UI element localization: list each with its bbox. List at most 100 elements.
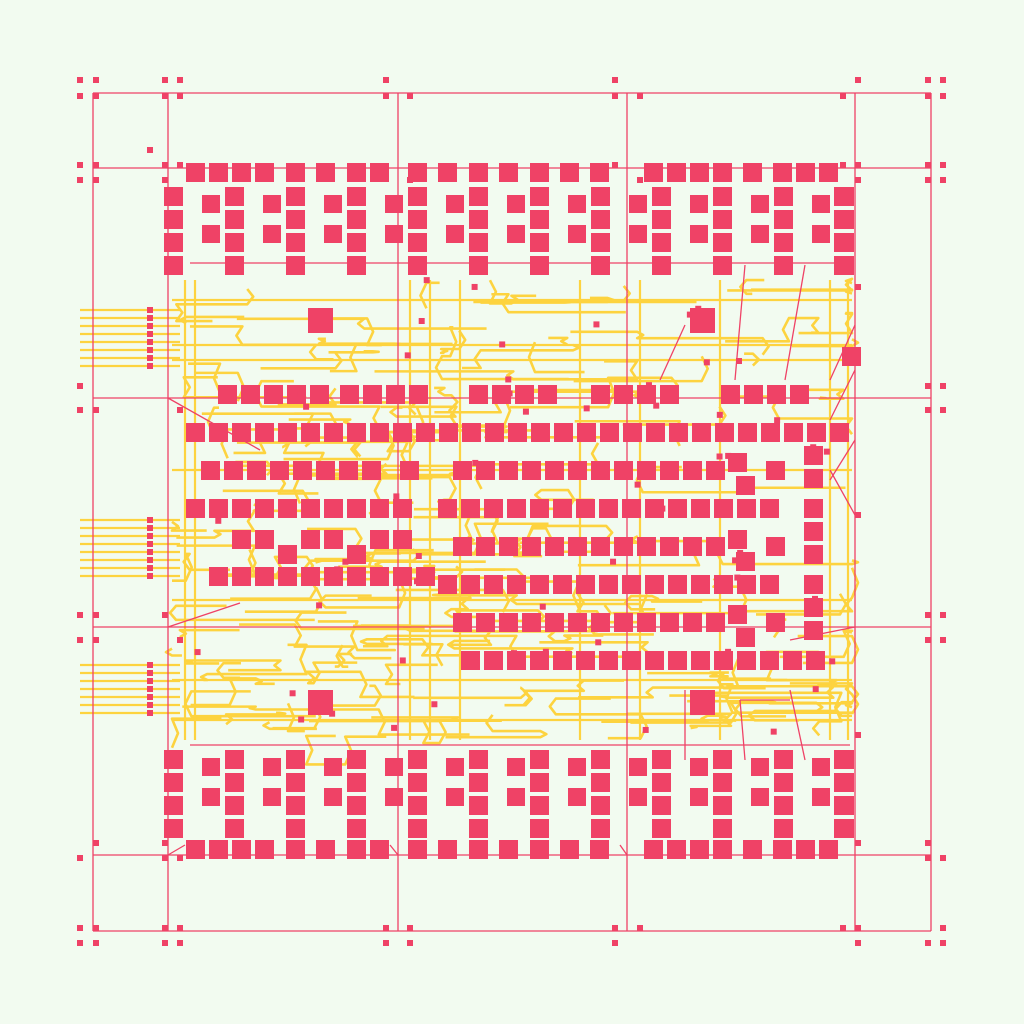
via-dot — [940, 925, 946, 931]
component-pad — [202, 788, 220, 806]
component-pad — [629, 225, 647, 243]
via-dot — [383, 925, 389, 931]
component-pad — [774, 256, 793, 275]
via-dot — [215, 518, 221, 524]
via-dot — [329, 711, 335, 717]
component-pad — [484, 575, 503, 594]
component-pad — [545, 461, 564, 480]
via-dot — [725, 649, 731, 655]
via-dot — [147, 573, 153, 579]
component-pad — [591, 256, 610, 275]
via-dot — [612, 925, 618, 931]
component-pad — [469, 187, 488, 206]
component-pad — [347, 840, 366, 859]
component-pad — [568, 613, 587, 632]
component-pad — [690, 840, 709, 859]
via-dot — [162, 612, 168, 618]
component-pad — [530, 256, 549, 275]
component-pad — [446, 195, 464, 213]
component-pad — [576, 499, 595, 518]
component-pad — [683, 613, 702, 632]
component-pad — [225, 773, 244, 792]
wire-trace — [326, 318, 382, 345]
component-pad — [834, 233, 853, 252]
via-dot — [505, 376, 511, 382]
component-pad — [339, 461, 358, 480]
component-pad — [453, 613, 472, 632]
via-dot — [540, 604, 546, 610]
component-pad — [614, 613, 633, 632]
component-pad — [408, 796, 427, 815]
via-dot — [855, 162, 861, 168]
via-dot — [147, 315, 153, 321]
via-dot — [177, 925, 183, 931]
component-pad — [370, 530, 389, 549]
component-pad — [507, 575, 526, 594]
via-dot — [695, 306, 701, 312]
component-pad — [438, 163, 457, 182]
component-pad — [255, 567, 274, 586]
via-dot — [147, 363, 153, 369]
via-dot — [940, 383, 946, 389]
component-pad — [690, 195, 708, 213]
component-pad — [209, 163, 228, 182]
via-dot — [93, 162, 99, 168]
component-pad — [591, 537, 610, 556]
component-pad — [652, 773, 671, 792]
component-pad — [408, 773, 427, 792]
component-pad — [637, 613, 656, 632]
component-pad — [530, 575, 549, 594]
component-pad — [301, 567, 320, 586]
component-pad — [668, 575, 687, 594]
via-dot — [383, 940, 389, 946]
component-pad — [255, 423, 274, 442]
component-pad — [416, 423, 435, 442]
component-pad — [690, 163, 709, 182]
component-pad — [263, 788, 281, 806]
component-pad — [652, 210, 671, 229]
component-pad — [774, 773, 793, 792]
component-pad — [224, 461, 243, 480]
via-dot — [316, 602, 322, 608]
component-pad — [760, 575, 779, 594]
component-pad — [522, 613, 541, 632]
component-pad — [438, 499, 457, 518]
via-dot — [610, 559, 616, 565]
component-pad — [667, 840, 686, 859]
component-pad — [842, 347, 861, 366]
via-dot — [147, 339, 153, 345]
component-pad — [692, 423, 711, 442]
component-pad — [713, 187, 732, 206]
via-dot — [147, 517, 153, 523]
via-dot — [77, 940, 83, 946]
via-dot — [855, 77, 861, 83]
via-dot — [77, 637, 83, 643]
component-pad — [834, 256, 853, 275]
wire-trace — [180, 630, 240, 637]
via-dot — [925, 93, 931, 99]
component-pad — [301, 423, 320, 442]
component-pad — [545, 537, 564, 556]
component-pad — [347, 545, 366, 564]
via-dot — [394, 570, 400, 576]
component-pad — [446, 225, 464, 243]
component-pad — [469, 163, 488, 182]
component-pad — [614, 537, 633, 556]
component-pad — [209, 499, 228, 518]
component-pad — [591, 750, 610, 769]
component-pad — [461, 575, 480, 594]
wire-trace — [462, 345, 579, 368]
via-dot — [925, 177, 931, 183]
via-dot — [162, 93, 168, 99]
component-pad — [446, 788, 464, 806]
component-pad — [713, 233, 732, 252]
component-pad — [202, 758, 220, 776]
component-pad — [766, 537, 785, 556]
via-dot — [162, 940, 168, 946]
component-pad — [568, 195, 586, 213]
component-pad — [218, 385, 237, 404]
component-pad — [834, 187, 853, 206]
via-dot — [407, 925, 413, 931]
component-pad — [530, 163, 549, 182]
component-pad — [186, 423, 205, 442]
